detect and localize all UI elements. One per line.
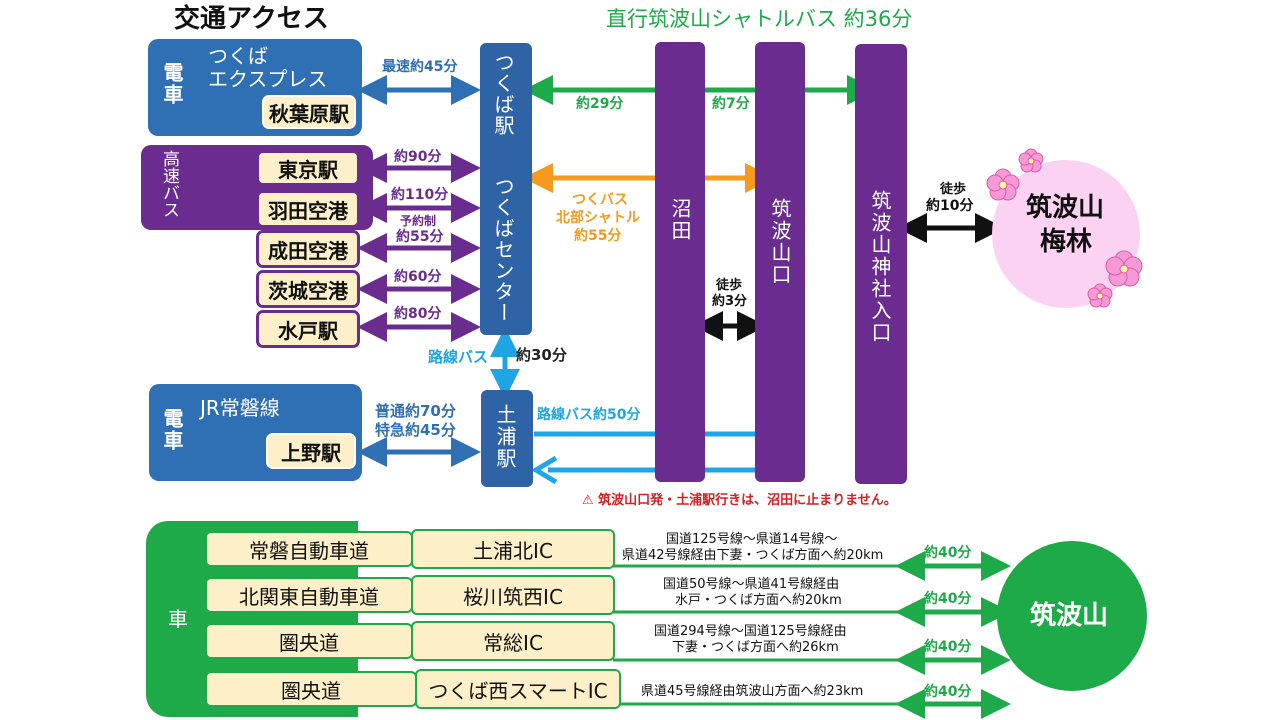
car-time-3: 約40分 [924, 639, 972, 655]
jr-time-2: 特急約45分 [375, 421, 456, 439]
jr-station: 上野駅 [266, 433, 356, 469]
car-route-3b: 下妻・つくば方面へ約26km [672, 640, 839, 655]
jinja-column [855, 44, 907, 484]
tx-line-1: つくば [208, 44, 268, 68]
car-ic-4: つくば西スマートIC [415, 669, 621, 709]
car-route-1b: 県道42号線経由下妻・つくば方面へ約20km [622, 548, 884, 563]
car-route-2a: 国道50号線～県道41号線経由 [663, 577, 840, 592]
jinja-label: 筑波山神社入口 [868, 190, 892, 344]
car-ic-1: 土浦北IC [411, 529, 615, 569]
jr-line: JR常磐線 [200, 396, 280, 420]
kita-line-3: 約55分 [574, 228, 622, 244]
warning-text: ⚠ 筑波山口発・土浦駅行きは、沼田に止まりません。 [582, 493, 897, 508]
tsukubasan-circle [997, 541, 1147, 691]
shuttle-time-2: 約7分 [712, 96, 750, 112]
car-road-1: 常磐自動車道 [205, 531, 413, 567]
car-route-4a: 県道45号線経由筑波山方面へ約23km [641, 684, 864, 699]
bus-time-3: 約55分 [396, 229, 444, 245]
baien-label-1: 筑波山 [1026, 193, 1105, 223]
tsukuba-center-label: つくばセンター [491, 176, 515, 323]
walk1-label-1: 徒歩 [716, 278, 743, 293]
jr-side-label: 電車 [160, 408, 184, 452]
tsukubasanguchi-label: 筑波山口 [768, 198, 792, 286]
tsuchiura-label: 土浦駅 [493, 404, 517, 470]
page-title: 交通アクセス [174, 4, 329, 34]
car-road-2: 北関東自動車道 [205, 577, 413, 613]
walk2-label-1: 徒歩 [940, 182, 967, 197]
numata-label: 沼田 [668, 198, 692, 242]
car-ic-3: 常総IC [411, 621, 615, 661]
walk2-label-2: 約10分 [926, 198, 974, 214]
tsukuba-column [480, 43, 532, 335]
bus-note-3: 予約制 [400, 214, 437, 228]
tsuchiura-bus-label: 路線バス約50分 [537, 407, 641, 423]
bus-station-1: 東京駅 [256, 150, 360, 186]
car-time-1: 約40分 [924, 545, 972, 561]
tx-side-label: 電車 [160, 62, 184, 106]
jr-time-1: 普通約70分 [375, 402, 456, 420]
route-bus-label: 路線バス [428, 348, 489, 366]
tx-line-2: エクスプレス [208, 67, 328, 91]
car-time-4: 約40分 [924, 684, 972, 700]
plum-flower-icon [986, 148, 1143, 308]
car-road-4: 圏央道 [205, 671, 417, 707]
car-side-label: 車 [168, 607, 188, 631]
tsuchiura-column [481, 390, 533, 487]
tsukuba-station-label: つくば駅 [491, 52, 515, 136]
car-route-2b: 水戸・つくば方面へ約20km [675, 593, 842, 608]
baien-label-2: 梅林 [1040, 227, 1093, 257]
bus-time-4: 約60分 [394, 269, 442, 285]
bus-time-2: 約110分 [391, 187, 449, 203]
bus-time-5: 約80分 [394, 306, 442, 322]
car-time-2: 約40分 [924, 591, 972, 607]
car-ic-2: 桜川筑西IC [411, 575, 615, 615]
car-road-3: 圏央道 [205, 623, 413, 659]
shuttle-time-1: 約29分 [576, 96, 624, 112]
bus-station-2: 羽田空港 [256, 190, 360, 228]
tx-time: 最速約45分 [382, 59, 458, 75]
bus-station-5: 水戸駅 [256, 310, 360, 348]
tx-station: 秋葉原駅 [262, 95, 356, 129]
tsukubasanguchi-column [755, 42, 805, 482]
car-dest-label: 筑波山 [1030, 601, 1109, 631]
bus-side-label: 高速バス [159, 150, 179, 218]
shuttle-title: 直行筑波山シャトルバス 約36分 [606, 7, 913, 31]
bus-station-4: 茨城空港 [256, 270, 360, 308]
numata-column [655, 42, 705, 482]
car-route-3a: 国道294号線～国道125号線経由 [654, 624, 847, 639]
route-bus-time: 約30分 [516, 346, 567, 364]
walk1-label-2: 約3分 [712, 294, 748, 309]
kita-line-1: つくバス [572, 192, 628, 208]
bus-time-1: 約90分 [394, 149, 442, 165]
kita-line-2: 北部シャトル [556, 210, 640, 226]
car-route-1a: 国道125号線～県道14号線～ [666, 532, 838, 547]
bus-station-3: 成田空港 [256, 230, 360, 268]
